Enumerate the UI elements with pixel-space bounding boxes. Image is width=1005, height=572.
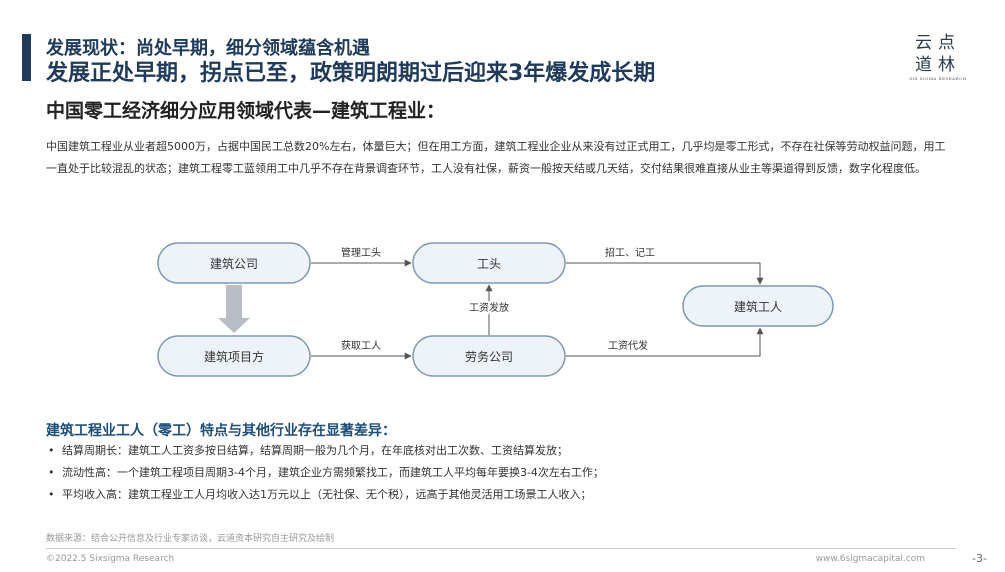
header-subtitle: 发展现状：尚处早期，细分领域蕴含机遇 <box>46 38 370 59</box>
footer-copyright: ©2022.5 Sixsigma Research <box>46 554 175 564</box>
edge-recruit-label: 获取工人 <box>341 340 381 352</box>
list-item-text: 流动性高：一个建筑工程项目周期3-4个月，建筑企业方需频繁找工，而建筑工人平均每… <box>62 466 604 479</box>
node-project: 建筑项目方 <box>157 335 311 377</box>
edge-hire-label: 招工、记工 <box>605 246 655 259</box>
source-note: 数据来源：结合公开信息及行业专家访谈，云道资本研究自主研究及绘制 <box>46 534 335 544</box>
bullet-marker: • <box>48 488 55 501</box>
node-labor: 劳务公司 <box>412 335 566 377</box>
node-worker-label: 建筑工人 <box>734 299 782 314</box>
down-arrow <box>218 285 250 333</box>
node-foreman-label: 工头 <box>477 257 501 271</box>
footer-website: www.6sigmacapital.com <box>815 554 925 564</box>
node-labor-label: 劳务公司 <box>465 349 513 364</box>
node-company-label: 建筑公司 <box>210 256 258 271</box>
edge-wage-agent-label: 工资代发 <box>608 339 648 352</box>
list-item: • 平均收入高：建筑工程业工人月均收入达1万元以上（无社保、无个税），远高于其他灵… <box>46 484 604 506</box>
list-item-text: 平均收入高：建筑工程业工人月均收入达1万元以上（无社保、无个税），远高于其他灵活… <box>62 488 592 501</box>
edge-manage-label: 管理工头 <box>341 246 381 259</box>
list-item: • 结算周期长：建筑工人工资多按日结算，结算周期一般为几个月，在年底核对出工次数、… <box>46 440 604 462</box>
page-number: -3- <box>972 552 987 565</box>
logo-line-1: 云点 <box>915 33 961 53</box>
differences-title: 建筑工程业工人（零工）特点与其他行业存在显著差异： <box>46 423 396 439</box>
differences-list: • 结算周期长：建筑工人工资多按日结算，结算周期一般为几个月，在年底核对出工次数、… <box>46 440 604 506</box>
footer-divider <box>46 548 956 549</box>
node-company: 建筑公司 <box>157 242 311 284</box>
logo-subtext: SIX SIGMA RESEARCH <box>909 76 967 81</box>
edge-hire <box>566 262 764 285</box>
intro-paragraph: 中国建筑工程业从业者超5000万，占据中国民工总数20%左右，体量巨大；但在用工… <box>46 140 946 175</box>
node-worker: 建筑工人 <box>682 285 834 327</box>
bullet-marker: • <box>48 444 55 457</box>
header-title: 发展正处早期，拐点已至，政策明朗期过后迎来3年爆发成长期 <box>46 61 656 86</box>
list-item: • 流动性高：一个建筑工程项目周期3-4个月，建筑企业方需频繁找工，而建筑工人平均… <box>46 462 604 484</box>
node-project-label: 建筑项目方 <box>204 349 264 364</box>
edge-pay-label: 工资发放 <box>469 301 509 314</box>
section-title: 中国零工经济细分应用领域代表—建筑工程业： <box>46 100 446 122</box>
edge-wage-agent <box>566 327 764 357</box>
accent-bar <box>22 34 31 81</box>
logo: 云点 道林 SIX SIGMA RESEARCH <box>908 32 968 81</box>
bullet-marker: • <box>48 466 55 479</box>
list-item-text: 结算周期长：建筑工人工资多按日结算，结算周期一般为几个月，在年底核对出工次数、工… <box>62 444 568 457</box>
logo-line-2: 道林 <box>915 55 961 75</box>
node-foreman: 工头 <box>412 242 566 284</box>
